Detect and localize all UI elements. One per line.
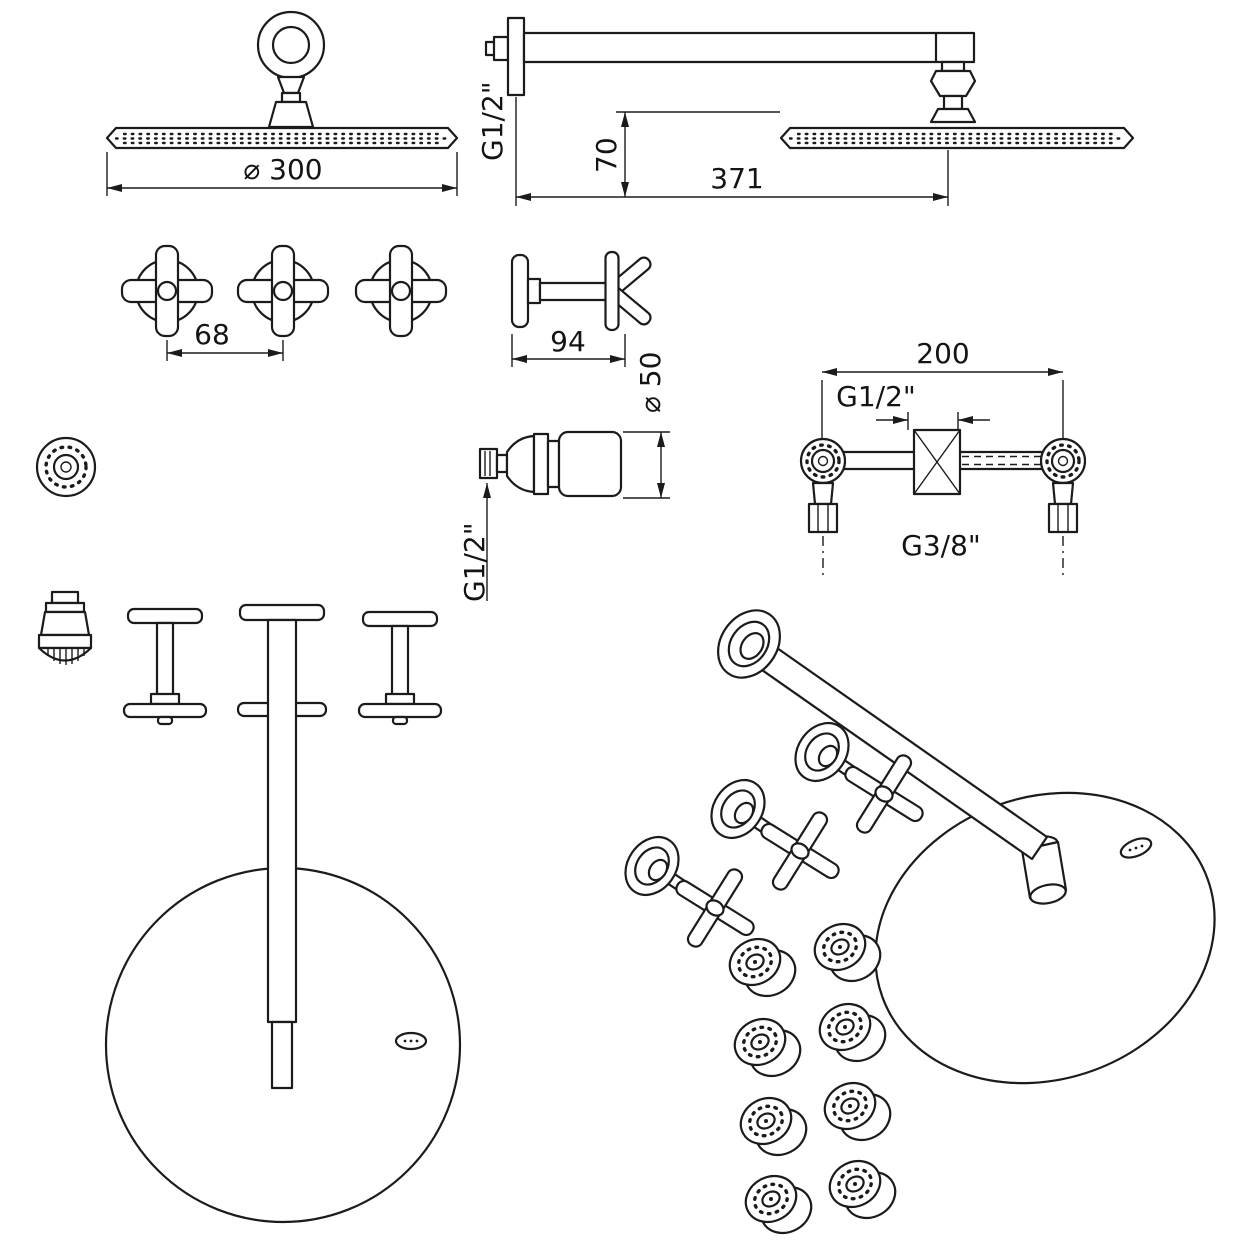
logo-dot: [1134, 846, 1138, 850]
body-jet-perspective: [739, 1096, 808, 1157]
handle-stem: [538, 281, 608, 302]
ceiling-arm-pipe-end: [270, 1020, 294, 1090]
jet-face-inner: [52, 453, 80, 481]
wall-thread-label: G1/2": [476, 81, 509, 161]
body-jet-side-view: G1/2" ⌀ 50: [458, 352, 670, 602]
ceiling-flange: [238, 603, 326, 622]
ceiling-arm-pipe: [266, 618, 298, 1024]
logo-dot: [403, 1039, 407, 1043]
side-view-shower-arm: G1/2" 70 371: [476, 16, 1135, 206]
body-jet-perspective: [823, 1081, 892, 1142]
body-jet-perspective: [813, 922, 882, 983]
right-valve-inner: [1050, 448, 1076, 474]
jet-center: [60, 461, 72, 473]
left-valve-inner: [810, 448, 836, 474]
nozzle-collar: [44, 601, 86, 614]
nozzle-top: [50, 590, 80, 605]
left-valve-center: [817, 455, 829, 467]
jet-ring: [532, 432, 550, 496]
jet-nozzle-dots: [44, 445, 88, 489]
right-valve-knurl: [1045, 443, 1081, 479]
jet-flare: [505, 434, 536, 494]
swivel-jet-side-view: [37, 590, 93, 665]
cross-handle-side: [122, 607, 208, 726]
cross-handle-perspective: [710, 779, 840, 891]
jet-thread-end: [478, 447, 499, 480]
shower-arm-perspective: [717, 609, 1068, 905]
right-valve-nut: [1047, 502, 1079, 534]
valve-outlet-thread-label: G3/8": [901, 529, 981, 562]
nozzle-ring: [37, 633, 93, 650]
jet-thread-label: G1/2": [458, 522, 491, 602]
perspective-assembly-view: [624, 609, 1216, 1235]
body-jet-perspective: [828, 1159, 897, 1220]
valve-inlet-thread-label: G1/2": [836, 380, 916, 413]
right-valve-center: [1057, 455, 1069, 467]
mounting-ring-inner: [271, 25, 311, 65]
front-view-shower-head: ⌀ 300: [105, 10, 459, 196]
nozzle-dome: [37, 646, 93, 662]
ring-bracket-base: [267, 100, 315, 129]
left-valve-knurl: [805, 443, 841, 479]
ring-bracket-top: [276, 75, 306, 95]
body-jet-perspective: [728, 937, 797, 998]
drop-height-label: 70: [590, 137, 623, 173]
arm-connector-flare: [929, 107, 977, 124]
cross-handles-front-view: 68: [120, 244, 448, 361]
logo-dot: [415, 1039, 419, 1043]
cross-handle-side-view: 94: [510, 250, 652, 367]
cross-handle-perspective: [794, 722, 924, 834]
cross-handle: [354, 244, 448, 338]
arm-connector-stem: [942, 94, 964, 111]
handle-cross-edge: [604, 250, 652, 332]
brand-logo: [394, 1031, 428, 1051]
body-jets-perspective: [728, 922, 897, 1235]
left-valve-nut: [807, 502, 839, 534]
cross-handle-perspective: [624, 836, 755, 948]
arm-connector-neck: [940, 60, 966, 73]
arm-connector-nut: [929, 69, 977, 98]
body-jet-front-view: [35, 436, 97, 498]
jet-diameter-label: ⌀ 50: [634, 352, 667, 413]
left-valve-neck: [811, 481, 835, 506]
logo-dot: [409, 1039, 413, 1043]
head-diameter-label: ⌀ 300: [243, 153, 322, 186]
jet-neck: [546, 439, 561, 489]
logo-dot: [1140, 844, 1144, 848]
ceiling-mount-assembly-view: [104, 603, 462, 1224]
wall-bolt-head: [492, 35, 510, 62]
valve-spacing-label: 200: [916, 337, 969, 370]
body-jet-perspective: [744, 1174, 813, 1235]
arm-length-label: 371: [710, 162, 763, 195]
right-valve-neck: [1051, 481, 1075, 506]
brand-logo-perspective: [1119, 837, 1153, 859]
jet-body: [557, 430, 623, 498]
jet-step: [495, 453, 509, 474]
concealed-valve-assembly: 200 G1/2" G3/8": [799, 337, 1087, 578]
cross-handle-side: [357, 610, 443, 726]
handle-hub: [526, 277, 542, 305]
handle-flange-edge: [510, 253, 530, 329]
wall-flange: [506, 16, 526, 97]
body-jet-perspective: [818, 1002, 887, 1063]
cross-handle: [120, 244, 214, 338]
valve-body-diagonal: [913, 429, 961, 495]
ring-bracket-neck: [280, 91, 302, 104]
nozzle-body: [39, 610, 91, 637]
handle-spacing-label: 68: [194, 318, 230, 351]
shower-arm: [522, 31, 976, 64]
body-jet-perspective: [733, 1017, 802, 1078]
logo-dot: [1128, 848, 1132, 852]
cross-handle: [236, 244, 330, 338]
handle-width-label: 94: [550, 325, 586, 358]
